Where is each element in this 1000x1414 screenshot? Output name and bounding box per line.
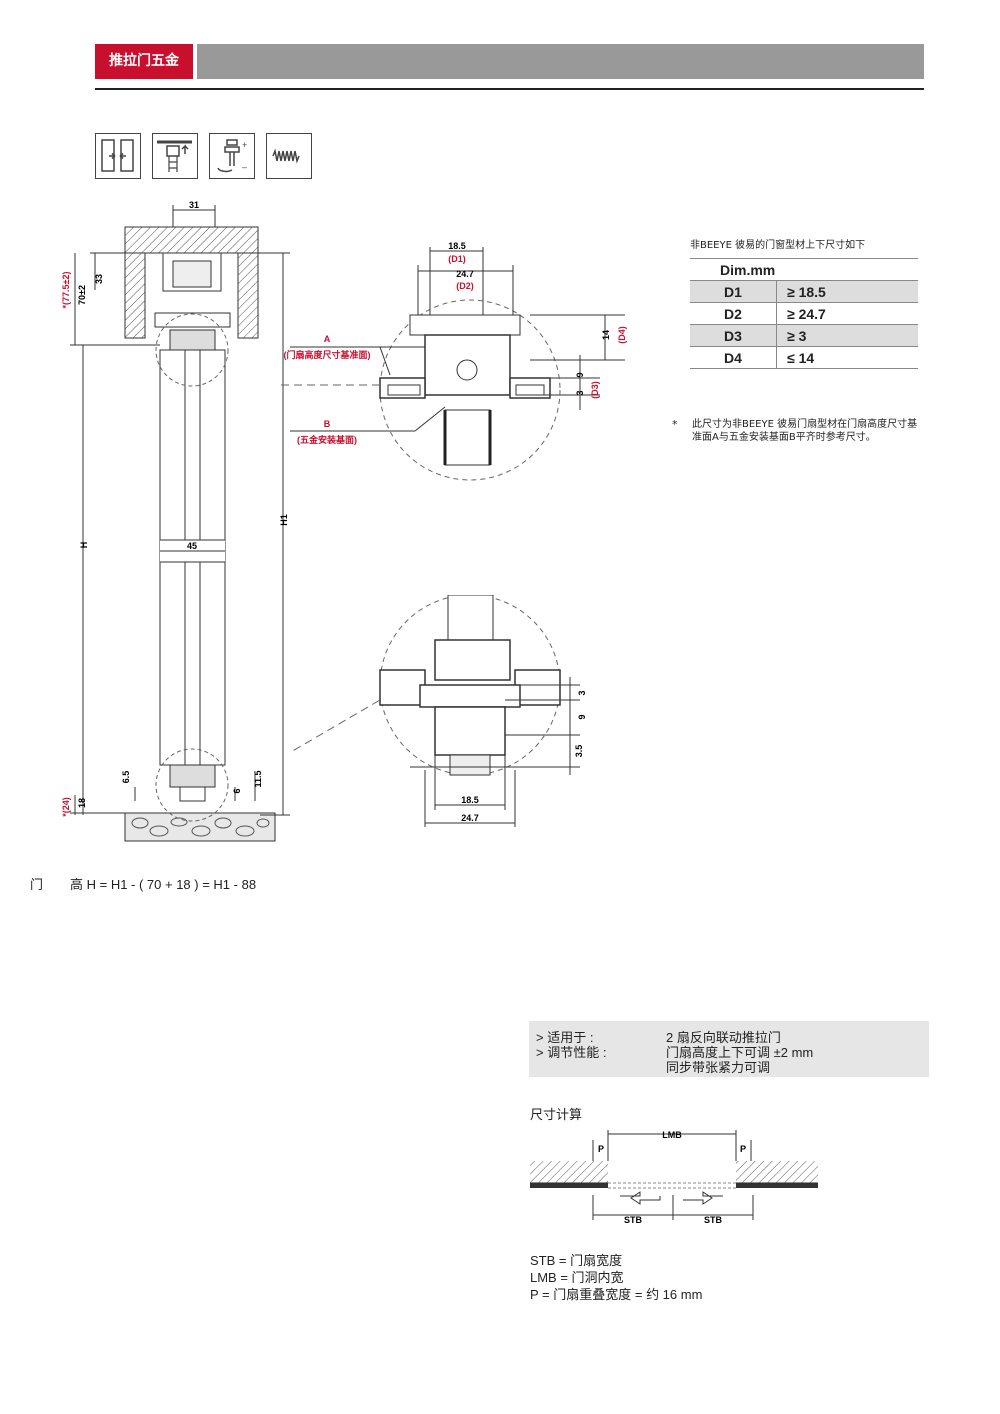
- dim-24: *(24): [61, 797, 71, 817]
- dim-11-5: 11.5: [253, 770, 263, 787]
- dim-18: 18: [77, 798, 87, 808]
- dim-d4: (D4): [617, 326, 627, 344]
- table-cell-dim: D1: [690, 280, 777, 303]
- dim-14: 14: [601, 330, 611, 340]
- dim-31: 31: [189, 200, 199, 210]
- svg-text:–: –: [242, 162, 247, 172]
- header-rule: [95, 88, 924, 90]
- table-row: D1≥ 18.5: [690, 280, 918, 303]
- p-label-left: P: [598, 1144, 604, 1154]
- spring-icon: [266, 133, 312, 179]
- table-row: D2≥ 24.7: [690, 302, 918, 325]
- dim-d1: (D1): [448, 254, 466, 264]
- dim-d3: (D3): [590, 381, 600, 399]
- table-title: 非BEEYE 彼易的门窗型材上下尺寸如下: [690, 240, 866, 251]
- table-cell-dim: D3: [690, 324, 777, 347]
- spec-row: > 调节性能 : 门扇高度上下可调 ±2 mm: [536, 1042, 813, 1061]
- dim-h: H: [79, 542, 89, 549]
- spec-row: 同步带张紧力可调: [536, 1057, 770, 1076]
- dim-d2: (D2): [456, 281, 474, 291]
- p-label-right: P: [740, 1144, 746, 1154]
- dim-9-bottom: 9: [577, 714, 587, 719]
- dim-18-5-bottom: 18.5: [461, 795, 479, 805]
- spec-value: 2 扇反向联动推拉门: [666, 1030, 781, 1045]
- calc-title: 尺寸计算: [530, 1108, 583, 1123]
- spec-key: > 适用于 :: [536, 1030, 594, 1045]
- table-cell-value: ≥ 24.7: [776, 302, 918, 325]
- legend-item: STB = 门扇宽度: [530, 1253, 623, 1268]
- formula-expression: 高 H = H1 - ( 70 + 18 ) = H1 - 88: [70, 877, 257, 892]
- legend: STB = 门扇宽度 LMB = 门洞内宽 P = 门扇重叠宽度 = 约 16 …: [530, 1252, 702, 1303]
- dim-24-7: 24.7: [456, 269, 474, 279]
- legend-item: P = 门扇重叠宽度 = 约 16 mm: [530, 1287, 703, 1302]
- table-row: D4≤ 14: [690, 346, 918, 369]
- note-star: *: [672, 418, 678, 431]
- lmb-label: LMB: [662, 1130, 682, 1140]
- dim-24-7-bottom: 24.7: [461, 813, 479, 823]
- spec-box: > 适用于 : 2 扇反向联动推拉门 > 调节性能 : 门扇高度上下可调 ±2 mm…: [529, 1021, 929, 1077]
- height-adjust-icon: +–: [209, 133, 255, 179]
- spec-key: > 调节性能 :: [536, 1045, 607, 1060]
- dim-45: 45: [187, 541, 197, 551]
- header-bar: [197, 44, 924, 79]
- svg-text:+: +: [242, 140, 247, 150]
- table-cell-value: ≤ 14: [776, 346, 918, 369]
- dim-3-bottom: 3: [577, 690, 587, 695]
- note-text: 此尺寸为非BEEYE 彼易门扇型材在门扇高度尺寸基准面A与五金安装基面B平齐时参…: [692, 419, 918, 443]
- category-tab: 推拉门五金: [95, 44, 193, 79]
- bottom-detail-drawing: 3 9 3.5 18.5 24.7: [290, 595, 587, 827]
- table-cell-value: ≥ 18.5: [776, 280, 918, 303]
- dim-3-5-bottom: 3.5: [574, 745, 584, 758]
- dim-18-5: 18.5: [448, 241, 466, 251]
- stb-label-right: STB: [704, 1215, 723, 1225]
- dim-6-5: 6.5: [121, 771, 131, 784]
- table-header: Dim.mm: [690, 258, 918, 281]
- spec-value: 同步带张紧力可调: [666, 1060, 771, 1075]
- dim-h1: H1: [279, 514, 289, 526]
- dim-6: 6: [232, 788, 242, 793]
- dim-9: 9: [575, 372, 585, 377]
- legend-item: LMB = 门洞内宽: [530, 1270, 624, 1285]
- table-row: D3≥ 3: [690, 324, 918, 347]
- stb-label-left: STB: [624, 1215, 643, 1225]
- ceiling-mount-icon: [152, 133, 198, 179]
- dim-77-5: *(77.5±2): [61, 272, 71, 309]
- table-cell-dim: D4: [690, 346, 777, 369]
- dim-3: 3: [575, 390, 585, 395]
- ref-a-desc: (门扇高度尺寸基准面): [284, 349, 371, 360]
- formula-label: 门: [30, 877, 44, 892]
- height-formula: 门 高 H = H1 - ( 70 + 18 ) = H1 - 88: [30, 874, 256, 893]
- table-cell-value: ≥ 3: [776, 324, 918, 347]
- sliding-door-icon: [95, 133, 141, 179]
- ref-b-desc: (五金安装基面): [297, 434, 357, 445]
- calc-diagram: LMB P P STB STB: [530, 1130, 818, 1225]
- dim-33: 33: [94, 274, 104, 284]
- dim-70: 70±2: [77, 285, 87, 305]
- top-detail-drawing: 18.5 (D1) 24.7 (D2) 14 (D4) 9 3 (D3) A (…: [280, 241, 627, 481]
- ref-a-label: A: [324, 334, 331, 344]
- spec-row: > 适用于 : 2 扇反向联动推拉门: [536, 1027, 781, 1046]
- door-elevation-drawing: 31 33 70±2 *(77.5±2) H H1 45 6.5 6 11.5 …: [61, 200, 290, 842]
- spec-value: 门扇高度上下可调 ±2 mm: [666, 1045, 814, 1060]
- table-cell-dim: D2: [690, 302, 777, 325]
- dimension-table: Dim.mm D1≥ 18.5 D2≥ 24.7 D3≥ 3 D4≤ 14: [690, 258, 918, 369]
- ref-b-label: B: [324, 419, 331, 429]
